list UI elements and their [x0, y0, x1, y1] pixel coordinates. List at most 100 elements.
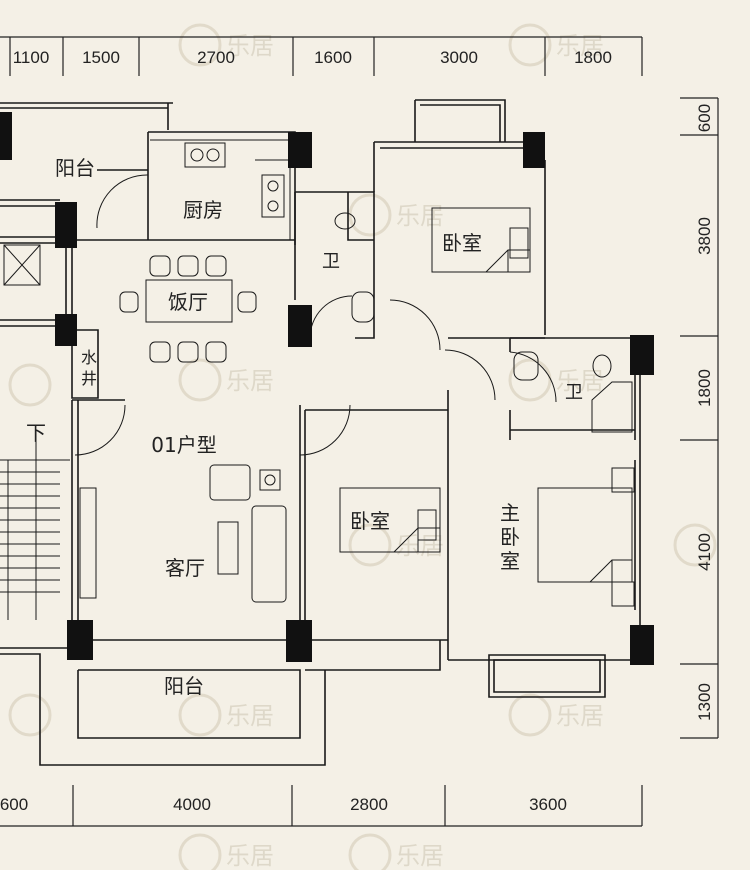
master-bay-window — [488, 654, 606, 698]
watermark-logo — [673, 523, 717, 567]
label-unit-type: 01户型 — [151, 433, 216, 457]
column — [288, 305, 312, 347]
bedroom2-door-swing — [299, 404, 351, 456]
label-master-char: 主 — [500, 501, 520, 525]
sofa-icon — [251, 505, 287, 603]
toilet-icon — [334, 212, 356, 230]
column — [288, 132, 312, 168]
coffee-table — [217, 521, 239, 575]
armchair-icon — [209, 464, 251, 501]
tv-cabinet — [79, 487, 97, 599]
watermark-layer: 乐居 乐居 乐居 乐居 乐居 乐居 乐居 乐居 乐居 乐居 — [8, 23, 717, 870]
water-shaft — [71, 329, 99, 399]
stove-burner — [267, 200, 279, 212]
dim-top-3: 2700 — [197, 48, 235, 67]
dimension-labels: 1100 1500 2700 1600 3000 1800 600 4000 2… — [0, 48, 714, 814]
label-stair-down: 下 — [26, 421, 46, 445]
column — [630, 335, 654, 375]
sink-basin — [206, 148, 220, 162]
dim-top-2: 1500 — [82, 48, 120, 67]
label-bedroom2: 卧室 — [350, 509, 390, 533]
watermark-logo: 乐居 — [348, 833, 444, 870]
bedroom1-walls — [373, 141, 546, 339]
lower-left-walls — [0, 647, 326, 766]
dimension-lines — [0, 36, 719, 827]
dim-top-4: 1600 — [314, 48, 352, 67]
column — [67, 620, 93, 660]
dim-top-1: 1100 — [13, 48, 50, 67]
watermark-logo: 乐居 — [508, 693, 604, 737]
kitchen-sink-icon — [184, 142, 226, 168]
lamp-icon — [264, 474, 276, 486]
watermark-logo: 乐居 — [178, 693, 274, 737]
corridor-door-swing — [389, 299, 441, 351]
side-table-icon — [259, 469, 281, 491]
dim-right-1: 600 — [695, 104, 714, 132]
label-balcony-bottom: 阳台 — [164, 674, 204, 698]
label-shaft-1: 水 — [81, 348, 97, 367]
washbasin-icon — [513, 351, 539, 381]
dim-bottom-1: 600 — [0, 795, 28, 814]
label-bedroom1: 卧室 — [442, 231, 482, 255]
structural-columns — [0, 112, 654, 665]
watermark-logo — [8, 363, 52, 407]
stove-icon — [261, 174, 285, 218]
bedroom1-bay-window — [414, 99, 506, 142]
watermark-logo: 乐居 — [178, 833, 274, 870]
dining-chair-icon — [205, 255, 227, 277]
sink-basin — [190, 148, 204, 162]
dining-chair-icon — [177, 255, 199, 277]
dining-chair-icon — [119, 291, 139, 313]
dim-right-4: 4100 — [695, 533, 714, 571]
label-living: 客厅 — [165, 556, 205, 580]
elevator-shaft — [3, 244, 41, 286]
column — [0, 112, 12, 160]
column — [55, 314, 77, 346]
dining-chair-icon — [237, 291, 257, 313]
dining-chair-icon — [177, 341, 199, 363]
stair-walls — [0, 236, 60, 327]
bottom-balcony — [72, 639, 301, 739]
entry-door-swing — [74, 404, 126, 456]
bedside-table — [509, 227, 529, 259]
svg-text:乐居: 乐居 — [556, 367, 604, 395]
column — [55, 202, 77, 248]
dim-bottom-3: 2800 — [350, 795, 388, 814]
column — [630, 625, 654, 665]
bedroom2-walls — [299, 405, 448, 671]
label-master-char: 卧 — [500, 525, 520, 549]
label-dining: 饭厅 — [168, 290, 208, 314]
bath2-door-swing — [509, 351, 557, 403]
master-door-swing — [444, 349, 496, 401]
watermark-logo: 乐居 — [348, 193, 444, 237]
dining-chair-icon — [149, 341, 171, 363]
svg-text:乐居: 乐居 — [226, 367, 274, 395]
dim-right-3: 1800 — [695, 369, 714, 407]
svg-text:乐居: 乐居 — [556, 702, 604, 730]
washbasin-icon — [351, 291, 375, 323]
svg-text:乐居: 乐居 — [226, 842, 274, 870]
bed-icon — [431, 207, 531, 273]
dining-table — [145, 279, 233, 323]
bath1-walls — [294, 191, 375, 339]
living-west-wall — [71, 399, 125, 640]
stair-steps — [0, 459, 70, 620]
dim-bottom-4: 3600 — [529, 795, 567, 814]
room-labels: 阳台 厨房 饭厅 01户型 客厅 卫 卧室 卫 卧室 阳台 水 井 下 — [26, 156, 583, 698]
label-master: 主 卧 室 — [500, 501, 520, 573]
dim-top-6: 1800 — [574, 48, 612, 67]
watermark-logo: 乐居 — [178, 358, 274, 402]
bedside-table — [417, 509, 437, 541]
svg-text:乐居: 乐居 — [396, 532, 444, 560]
top-balcony-outline — [0, 102, 173, 207]
dim-top-5: 3000 — [440, 48, 478, 67]
fixtures — [79, 142, 635, 607]
toilet-icon — [592, 354, 612, 378]
bedside-table — [611, 467, 635, 493]
watermark-logo: 乐居 — [508, 358, 604, 402]
dining-chair-icon — [149, 255, 171, 277]
label-bath1: 卫 — [322, 251, 340, 272]
